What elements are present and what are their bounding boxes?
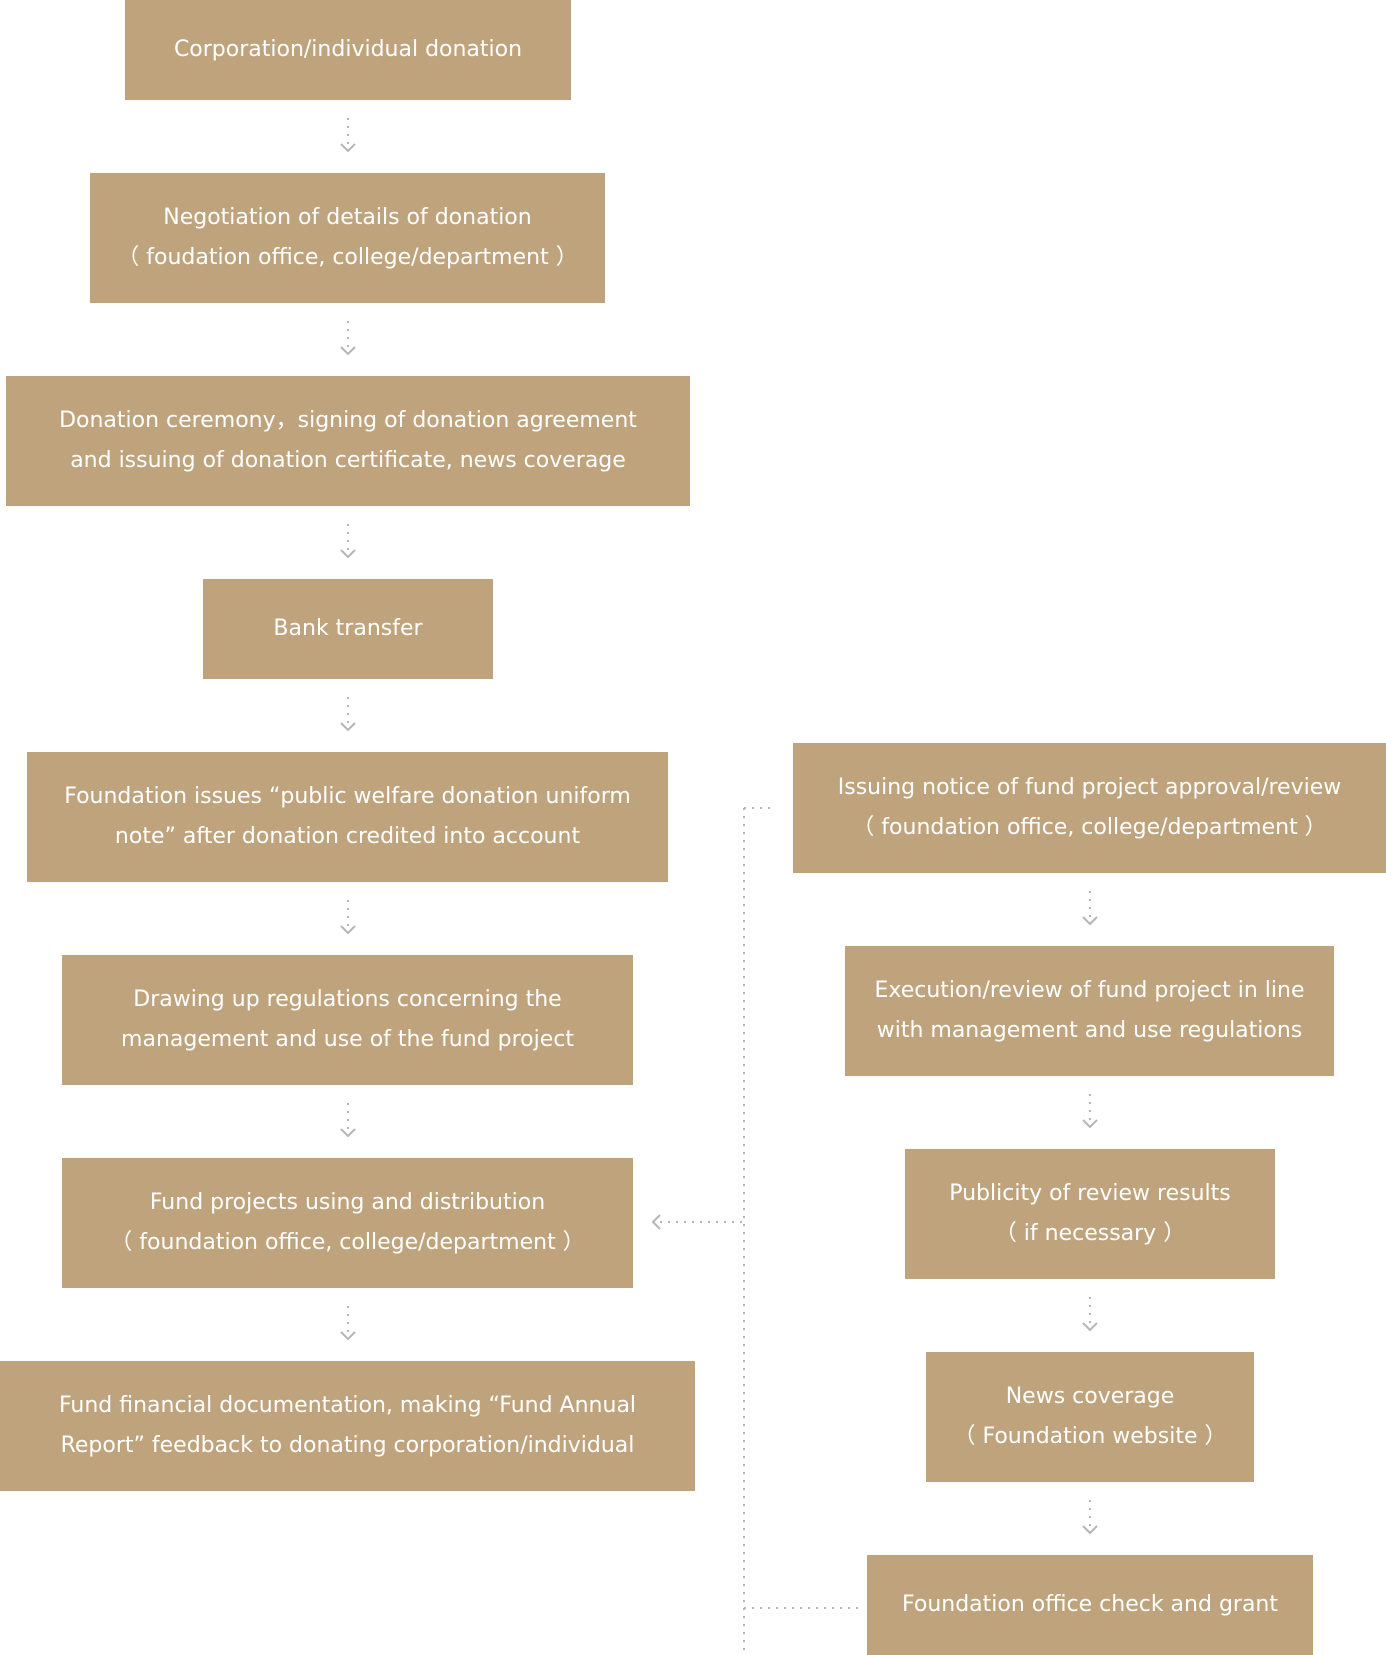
step-corporation-individual-donation: Corporation/individual donation bbox=[125, 0, 571, 100]
step-line: Corporation/individual donation bbox=[173, 37, 523, 62]
step-line: management and use of the fund project bbox=[121, 1027, 574, 1052]
step-negotiation-of-details: Negotiation of details of donation （ fou… bbox=[90, 173, 605, 303]
down-arrow-icon bbox=[340, 900, 356, 935]
down-arrow-icon bbox=[340, 1306, 356, 1341]
step-foundation-issues-note: Foundation issues “public welfare donati… bbox=[27, 752, 668, 882]
down-arrow-icon bbox=[340, 524, 356, 559]
down-arrow-icon bbox=[1082, 891, 1098, 926]
step-drawing-up-regulations: Drawing up regulations concerning the ma… bbox=[62, 955, 633, 1085]
step-line: Report” feedback to donating corporation… bbox=[60, 1433, 635, 1458]
step-line: （ Foundation website ） bbox=[953, 1424, 1227, 1449]
step-line: News coverage bbox=[1005, 1384, 1175, 1409]
step-fund-projects-using: Fund projects using and distribution （ f… bbox=[62, 1158, 633, 1288]
step-execution-review: Execution/review of fund project in line… bbox=[845, 946, 1334, 1076]
step-line: note” after donation credited into accou… bbox=[114, 824, 581, 849]
down-arrow-icon bbox=[1082, 1500, 1098, 1535]
step-line: Execution/review of fund project in line bbox=[874, 978, 1305, 1003]
step-line: Bank transfer bbox=[273, 616, 423, 641]
step-line: （ foundation office, college/department … bbox=[110, 1230, 585, 1255]
step-line: Fund projects using and distribution bbox=[149, 1190, 546, 1215]
step-line: Publicity of review results bbox=[949, 1181, 1231, 1206]
left-arrow-icon bbox=[651, 1214, 744, 1230]
step-foundation-office-check: Foundation office check and grant bbox=[867, 1555, 1313, 1655]
step-line: （ if necessary ） bbox=[994, 1221, 1186, 1246]
down-arrow-icon bbox=[1082, 1297, 1098, 1332]
down-arrow-icon bbox=[1082, 1094, 1098, 1129]
step-line: Foundation issues “public welfare donati… bbox=[64, 784, 631, 809]
down-arrow-icon bbox=[340, 697, 356, 732]
step-news-coverage: News coverage （ Foundation website ） bbox=[926, 1352, 1254, 1482]
step-line: with management and use regulations bbox=[876, 1018, 1303, 1043]
step-line: Foundation office check and grant bbox=[902, 1592, 1278, 1617]
step-line: Negotiation of details of donation bbox=[163, 205, 532, 230]
step-line: Drawing up regulations concerning the bbox=[133, 987, 562, 1012]
step-line: and issuing of donation certificate, new… bbox=[70, 448, 626, 473]
down-arrow-icon bbox=[340, 321, 356, 356]
down-arrow-icon bbox=[340, 1103, 356, 1138]
step-line: （ foundation office, college/department … bbox=[852, 815, 1327, 840]
step-fund-financial-documentation: Fund financial documentation, making “Fu… bbox=[0, 1361, 695, 1491]
step-donation-ceremony: Donation ceremony，signing of donation ag… bbox=[6, 376, 690, 506]
step-line: （ foudation office, college/department ） bbox=[117, 245, 578, 270]
step-line: Fund financial documentation, making “Fu… bbox=[58, 1393, 637, 1418]
step-line: Issuing notice of fund project approval/… bbox=[837, 775, 1342, 800]
step-bank-transfer: Bank transfer bbox=[203, 579, 493, 679]
down-arrow-icon bbox=[340, 118, 356, 153]
step-issuing-notice: Issuing notice of fund project approval/… bbox=[793, 743, 1386, 873]
step-publicity-of-results: Publicity of review results （ if necessa… bbox=[905, 1149, 1275, 1279]
step-line: Donation ceremony，signing of donation ag… bbox=[59, 408, 637, 433]
